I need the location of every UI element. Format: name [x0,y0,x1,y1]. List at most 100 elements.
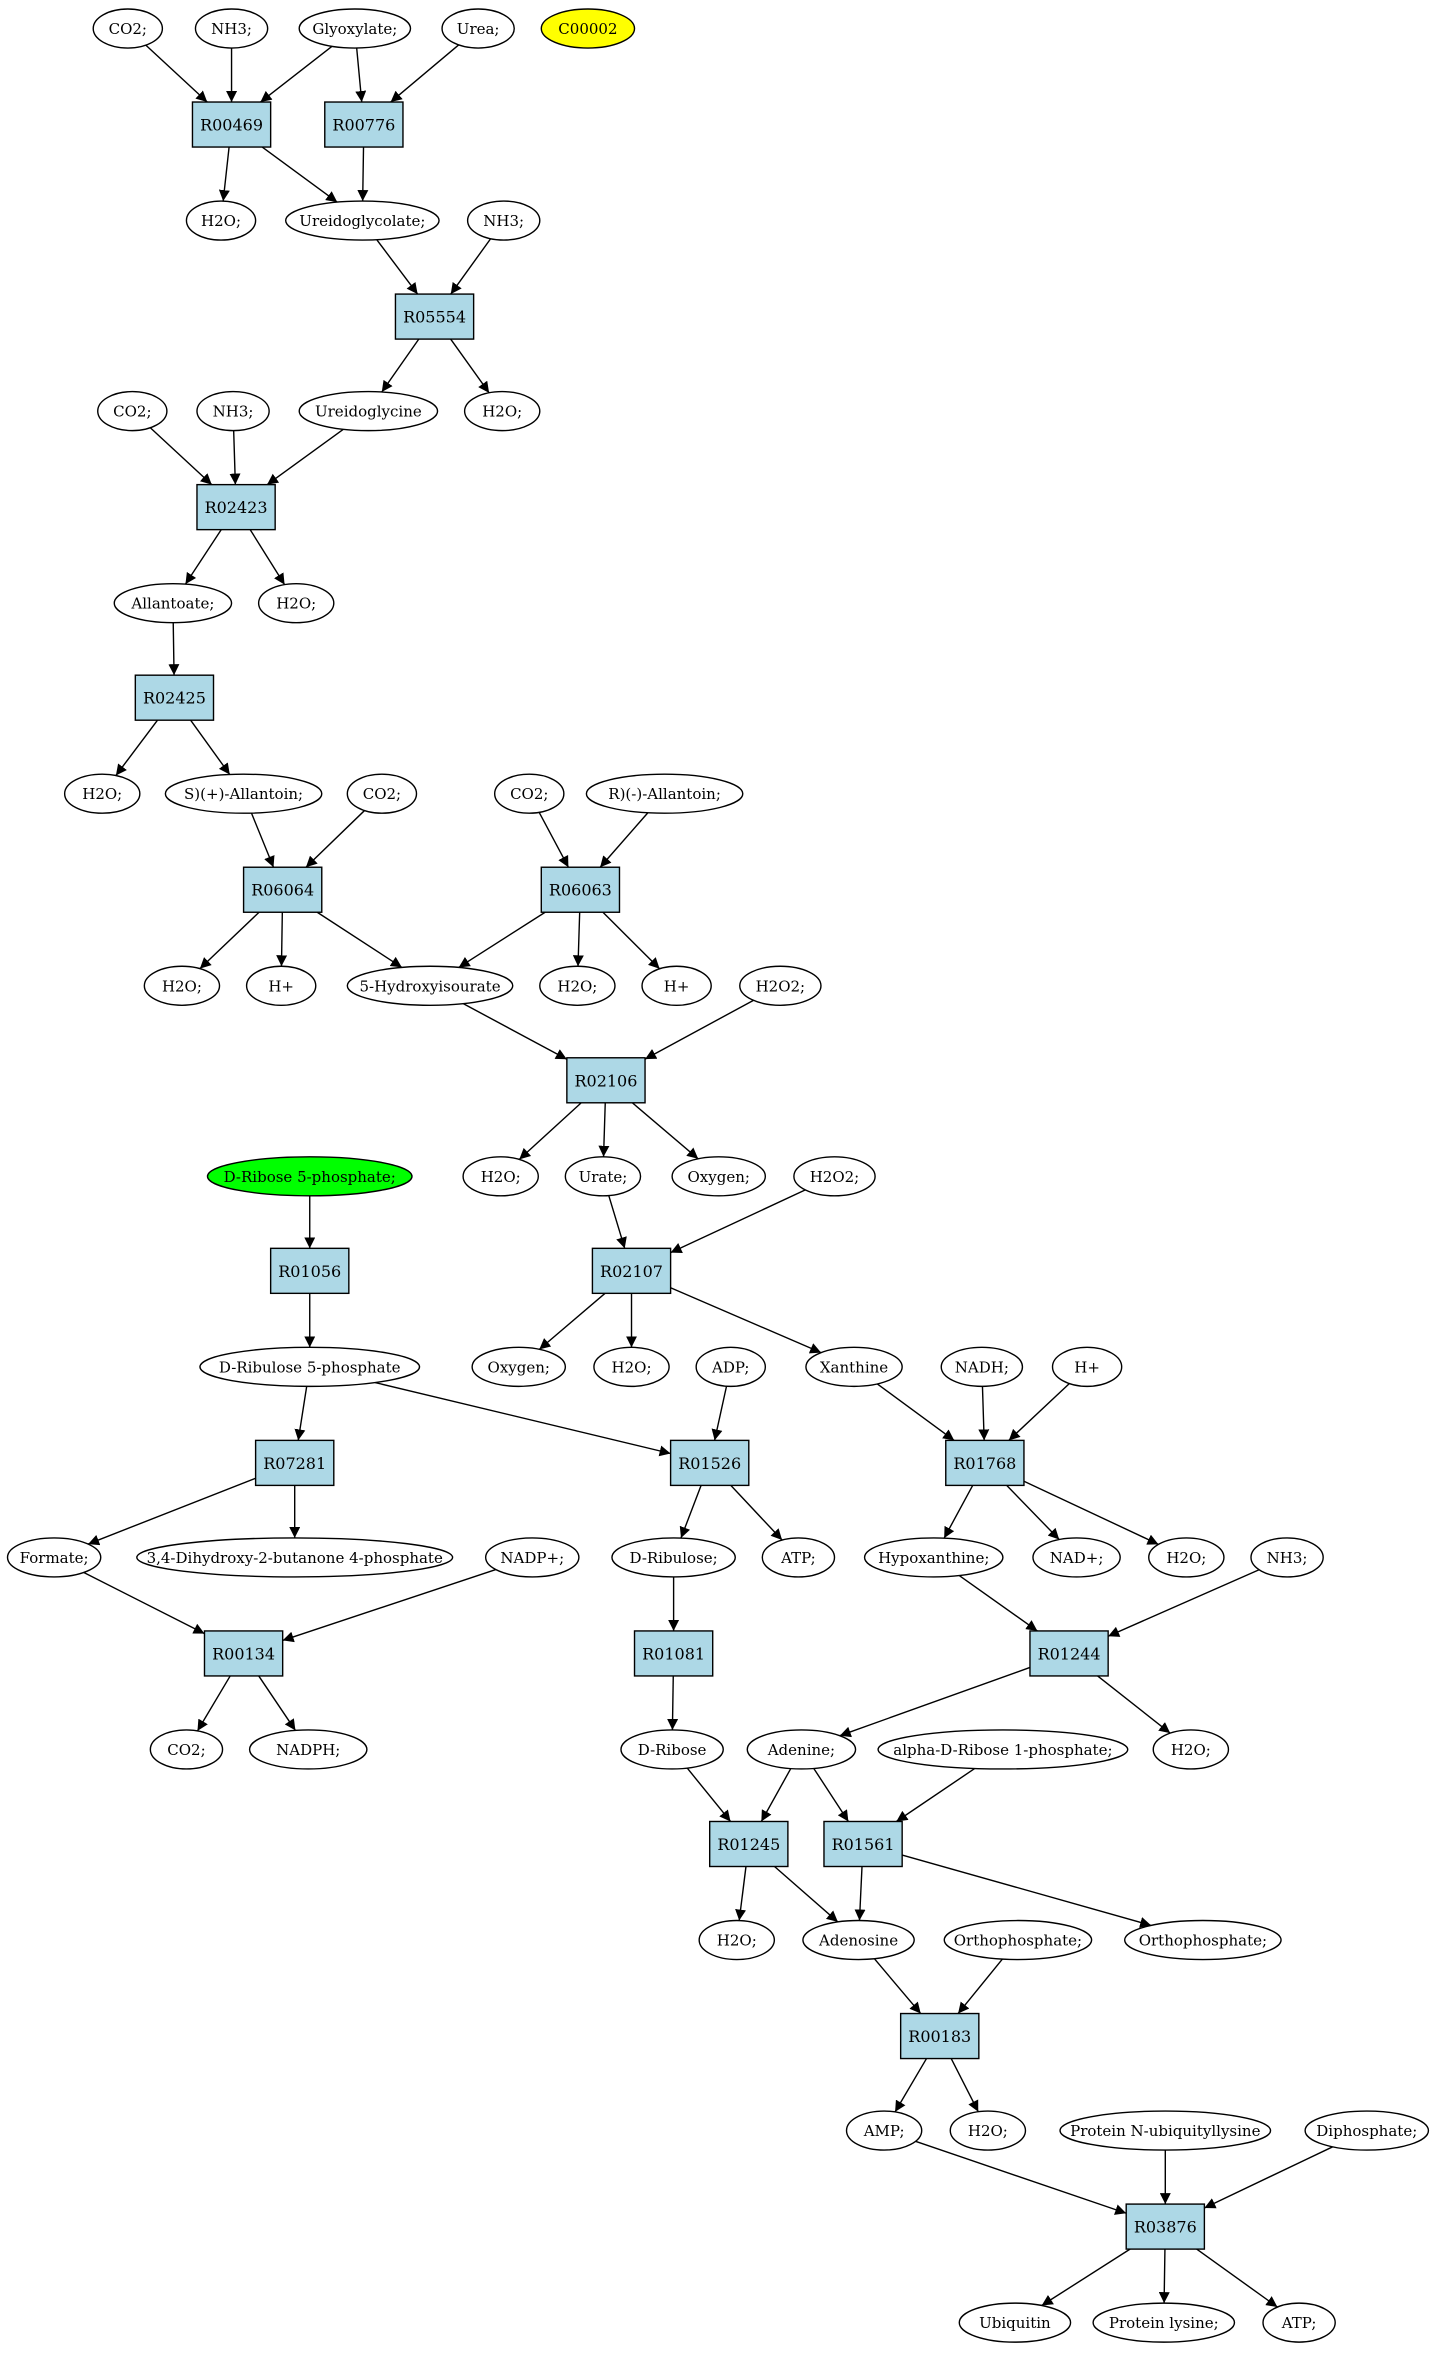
compound-node[interactable]: H2O; [462,1156,539,1197]
compound-node[interactable]: D-Ribose [620,1729,724,1770]
compound-ellipse [863,1537,1004,1578]
compound-node[interactable]: R)(-)-Allantoin; [585,773,744,814]
reaction-node[interactable]: R02425 [134,674,215,721]
reaction-node[interactable]: R01056 [269,1247,350,1295]
compound-node[interactable]: H2O; [949,2110,1027,2151]
compound-node[interactable]: NAD+; [1032,1537,1121,1578]
compound-node[interactable]: ATP; [1262,2302,1336,2343]
compound-node[interactable]: D-Ribulose; [611,1537,736,1578]
compound-node[interactable]: H2O; [1152,1729,1230,1770]
compound-node[interactable]: Diphosphate; [1304,2110,1430,2151]
reaction-node[interactable]: R01526 [669,1439,750,1487]
compound-node[interactable]: Xanthine [805,1346,903,1388]
compound-node[interactable]: H2O2; [793,1156,876,1197]
compound-node[interactable]: CO2; [149,1729,224,1770]
reaction-node[interactable]: R02423 [196,483,276,531]
reaction-node[interactable]: R00469 [191,101,272,148]
compound-node[interactable]: D-Ribulose 5-phosphate [199,1346,421,1388]
reaction-node[interactable]: R00134 [203,1630,284,1677]
compound-node[interactable]: D-Ribose 5-phosphate; [206,1156,413,1197]
compound-node[interactable]: Protein N-ubiquityllysine [1059,2110,1272,2151]
compound-node[interactable]: H2O2; [739,965,822,1006]
compound-node[interactable]: NH3; [466,200,541,241]
compound-node[interactable]: 5-Hydroxyisourate [346,965,514,1006]
compound-node[interactable]: CO2; [97,390,168,432]
compound-ellipse [1250,1537,1324,1578]
compound-node[interactable]: Formate; [6,1537,102,1578]
compound-node[interactable]: Glyoxylate; [298,8,412,49]
reaction-node[interactable]: R01245 [708,1820,789,1868]
compound-node[interactable]: H2O; [63,773,141,814]
compound-node[interactable]: Ureidoglycine [298,390,439,432]
reaction-node[interactable]: R03876 [1125,2203,1206,2250]
reaction-node[interactable]: R02107 [591,1247,672,1295]
reaction-node[interactable]: R01081 [633,1630,714,1677]
compound-node[interactable]: Allantoate; [113,582,233,624]
compound-node[interactable]: H2O; [1148,1537,1225,1578]
compound-label: Protein N-ubiquityllysine [1070,2122,1260,2140]
compound-node[interactable]: C00002 [540,8,636,49]
compound-node[interactable]: Urate; [564,1156,642,1197]
compound-node[interactable]: H+ [1051,1346,1123,1388]
compound-node[interactable]: H2O; [593,1346,670,1388]
compound-label: NADH; [955,1358,1009,1376]
edge-arrow [774,1865,839,1923]
compound-node[interactable]: H2O; [257,582,335,624]
reaction-node[interactable]: R01768 [945,1439,1025,1487]
compound-node[interactable]: H+ [641,965,712,1006]
compound-node[interactable]: H2O; [463,390,541,432]
reaction-box [708,1820,789,1868]
compound-node[interactable]: NADH; [940,1346,1024,1388]
edges-layer [83,44,1333,2308]
compound-node[interactable]: NADP+; [484,1537,580,1578]
compound-node[interactable]: Adenine; [746,1729,857,1770]
edge-arrow [374,1381,671,1457]
reaction-node[interactable]: R01244 [1029,1630,1109,1677]
reaction-node[interactable]: R05554 [394,293,475,340]
reaction-node[interactable]: R06064 [242,866,323,913]
compound-node[interactable]: Urea; [441,8,515,49]
reaction-node[interactable]: R07281 [254,1439,335,1487]
compound-node[interactable]: alpha-D-Ribose 1-phosphate; [877,1729,1129,1770]
compound-node[interactable]: AMP; [845,2110,923,2151]
compound-node[interactable]: H2O; [698,1919,776,1961]
reaction-node[interactable]: R02106 [566,1057,646,1104]
compound-node[interactable]: H+ [245,965,317,1006]
compound-node[interactable]: NH3; [194,8,269,49]
compound-node[interactable]: H2O; [185,200,257,241]
compound-node[interactable]: CO2; [493,773,565,814]
compound-node[interactable]: Ureidoglycolate; [284,200,440,241]
reaction-node[interactable]: R06063 [540,866,621,913]
compound-node[interactable]: 3,4-Dihydroxy-2-butanone 4-phosphate [136,1537,454,1578]
compound-ellipse [346,965,514,1006]
compound-node[interactable]: ATP; [761,1537,836,1578]
reaction-label: R06063 [549,881,612,900]
compound-node[interactable]: Ubiquitin [958,2302,1072,2343]
compound-node[interactable]: CO2; [346,773,418,814]
compound-node[interactable]: Orthophosphate; [943,1919,1093,1961]
compound-ellipse [143,965,221,1006]
compound-node[interactable]: Oxygen; [471,1346,567,1388]
edge-arrow [145,44,208,103]
compound-node[interactable]: Protein lysine; [1092,2302,1236,2343]
compound-node[interactable]: S)(+)-Allantoin; [164,773,323,814]
compound-node[interactable]: NADPH; [248,1729,368,1770]
edge-arrow [305,810,365,868]
edge-arrow [873,1958,922,2014]
compound-node[interactable]: Orthophosphate; [1123,1919,1282,1961]
reaction-node[interactable]: R00776 [324,101,404,148]
compound-label: Oxygen; [488,1358,550,1376]
compound-node[interactable]: ADP; [695,1346,767,1388]
compound-node[interactable]: Hypoxanthine; [863,1537,1004,1578]
compound-node[interactable]: Oxygen; [671,1156,767,1197]
reaction-node[interactable]: R00183 [899,2012,980,2060]
compound-ellipse [298,390,439,432]
compound-node[interactable]: Adenosine [802,1919,915,1961]
compound-node[interactable]: H2O; [539,965,616,1006]
compound-node[interactable]: NH3; [196,390,270,432]
compound-node[interactable]: CO2; [92,8,164,49]
compound-ellipse [761,1537,836,1578]
reaction-node[interactable]: R01561 [823,1820,903,1868]
compound-node[interactable]: H2O; [143,965,221,1006]
compound-node[interactable]: NH3; [1250,1537,1324,1578]
